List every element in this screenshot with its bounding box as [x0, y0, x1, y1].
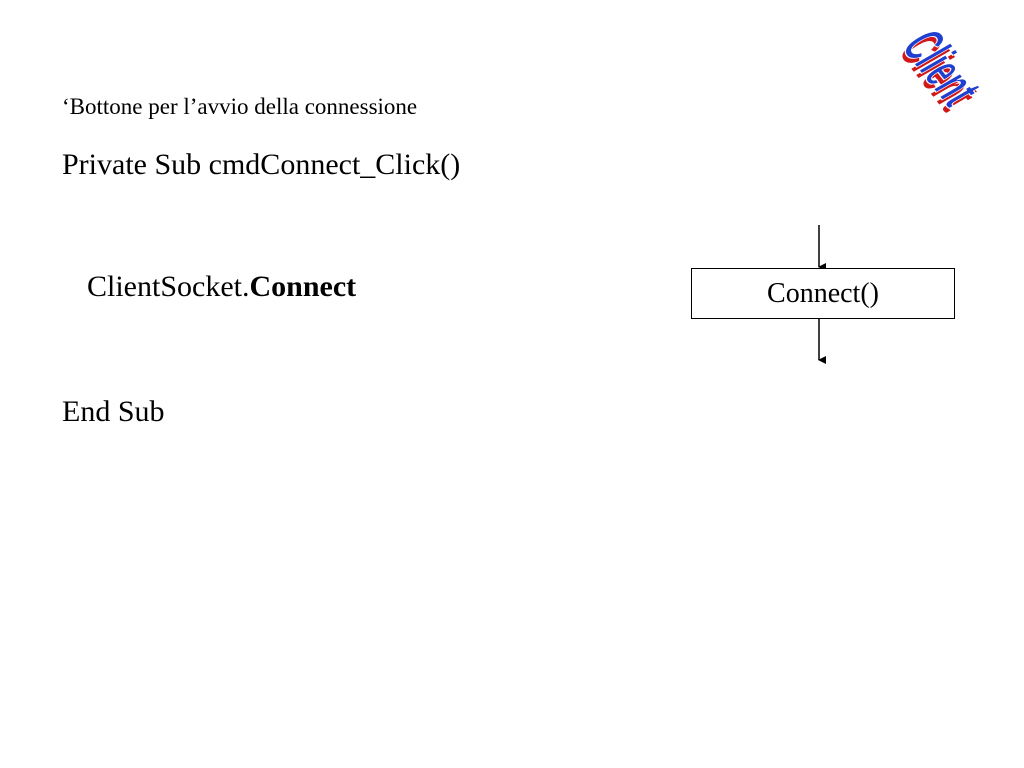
sub-declaration: Private Sub cmdConnect_Click() — [62, 148, 461, 181]
connect-call-line: ClientSocket.Connect — [87, 270, 356, 304]
end-statement: End Sub — [62, 395, 165, 428]
call-object: ClientSocket. — [87, 270, 250, 303]
client-wordart-text: Client — [889, 20, 994, 115]
connect-process-box: Connect() — [691, 268, 955, 319]
client-wordart-logo: Client Client — [887, 20, 995, 120]
code-comment: ‘Bottone per l’avvio della connessione — [62, 94, 418, 119]
flow-diagram — [818, 225, 826, 364]
call-method: Connect — [249, 270, 357, 303]
